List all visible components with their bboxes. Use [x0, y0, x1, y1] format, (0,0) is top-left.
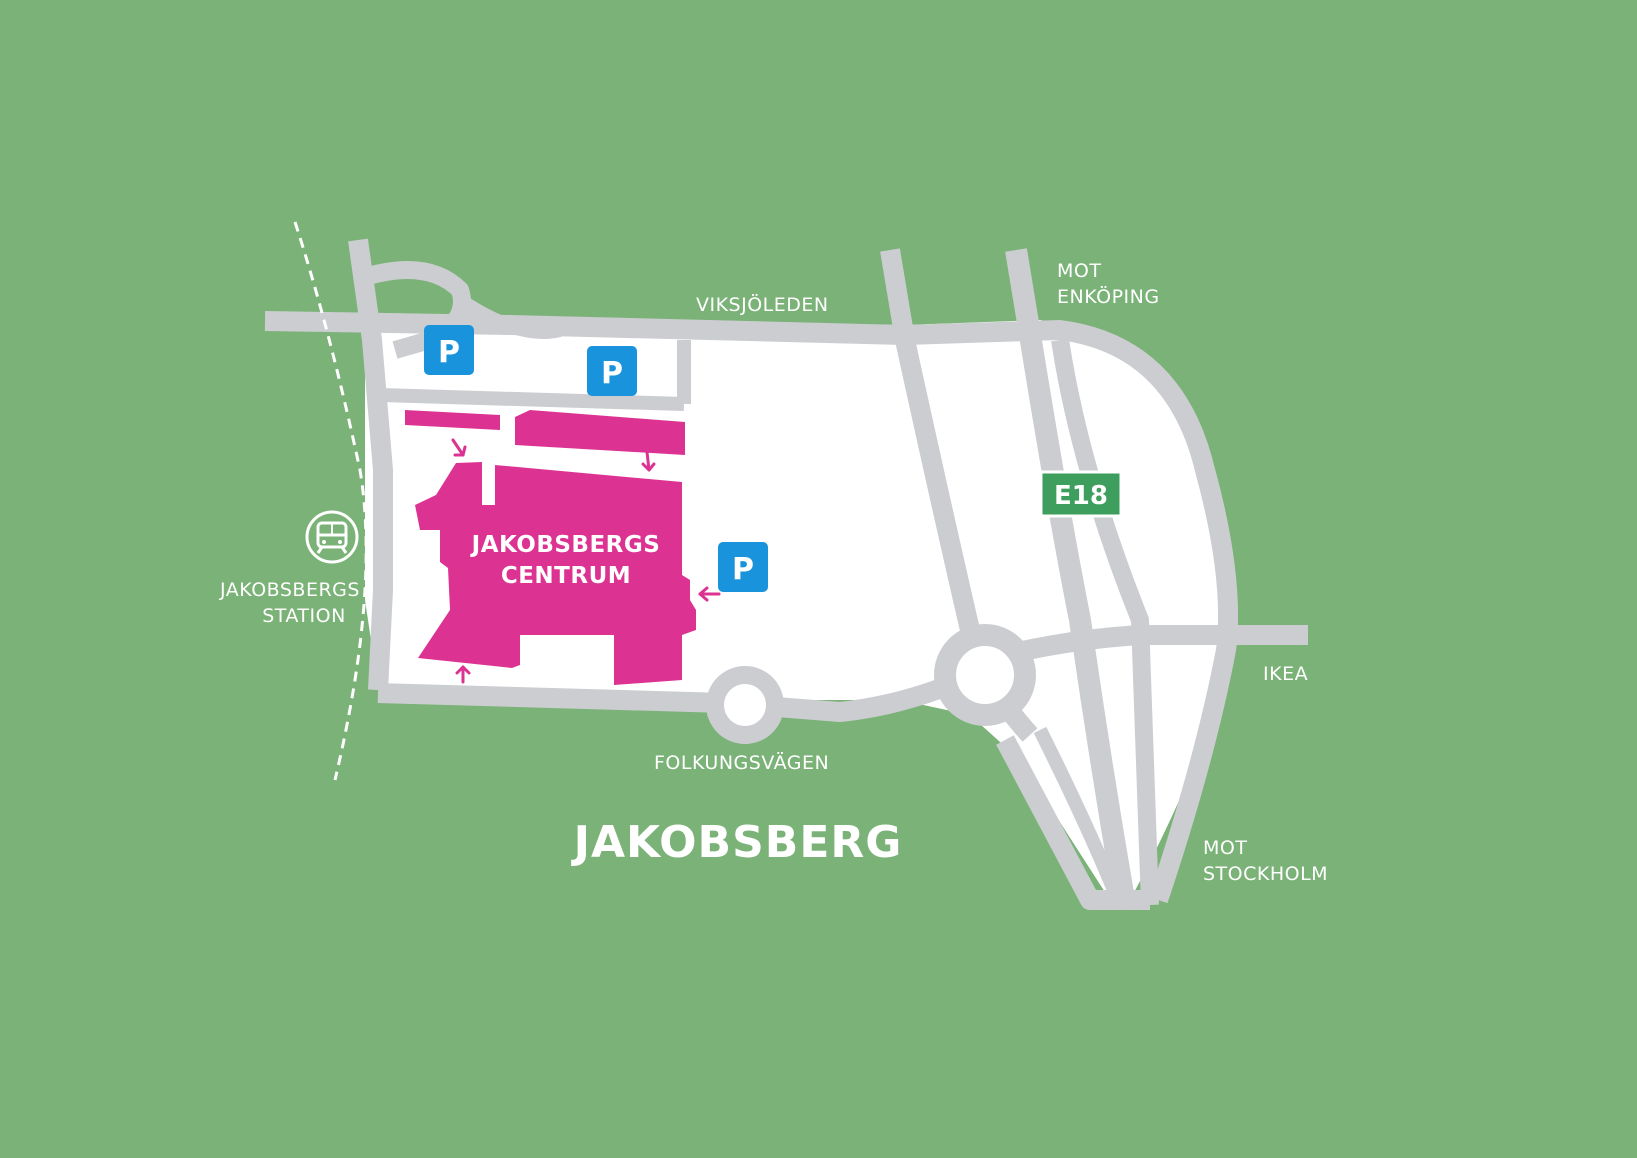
parking-sign-east[interactable]: P: [718, 542, 768, 592]
entrance-arrow-south: [455, 665, 471, 684]
road-west: [348, 238, 393, 691]
area-name: JAKOBSBERG: [571, 817, 903, 868]
roundabout-folkungsvagen: [706, 666, 784, 744]
mall-annex-west: [405, 410, 500, 430]
entrance-arrow-east: [698, 586, 721, 602]
road-e18-west: [1005, 248, 1136, 907]
road-parking-loop: [456, 294, 562, 339]
parking-sign-north[interactable]: P: [587, 346, 637, 396]
road-viksjoleden: [264, 311, 1239, 904]
direction-enkoping-line1: MOT: [1057, 260, 1101, 282]
entrance-arrow-north-east: [641, 450, 656, 472]
parking-icon: [424, 325, 474, 375]
e18-label: E18: [1054, 481, 1108, 511]
train-icon: [305, 510, 359, 564]
parking-icon: [587, 346, 637, 396]
parking-sign-northwest[interactable]: P: [424, 325, 474, 375]
mall-name-line1: JAKOBSBERGS: [470, 532, 661, 558]
entrance-arrows: [451, 438, 721, 684]
road-parking-access: [379, 388, 685, 411]
direction-stockholm-line2: STOCKHOLM: [1203, 863, 1328, 885]
parking-label: P: [438, 335, 460, 370]
parking-label: P: [601, 356, 623, 391]
entrance-arrow-north-west: [451, 438, 467, 457]
station-label-line2: STATION: [262, 605, 346, 627]
direction-stockholm-line1: MOT: [1203, 837, 1247, 859]
e18-shield-box: [1039, 470, 1123, 518]
direction-enkoping-line2: ENKÖPING: [1057, 285, 1160, 308]
e18-shield: E18: [1039, 470, 1123, 518]
mall-name-line2: CENTRUM: [501, 563, 631, 589]
road-label-viksjoleden: VIKSJÖLEDEN: [696, 293, 829, 316]
station-label-line1: JAKOBSBERGS: [219, 579, 360, 601]
roundabout-e18: [934, 624, 1036, 726]
direction-ikea: IKEA: [1263, 663, 1308, 685]
parking-icon: [718, 542, 768, 592]
road-label-folkungsvagen: FOLKUNGSVÄGEN: [654, 751, 829, 774]
road-east-frame: [996, 735, 1150, 910]
mall-outline: [415, 462, 696, 685]
railway-line: [293, 221, 368, 781]
mall-building: [405, 410, 696, 685]
road-south-connector: [1033, 726, 1127, 908]
mall-annex-east: [515, 410, 685, 455]
parking-label: P: [732, 552, 754, 587]
